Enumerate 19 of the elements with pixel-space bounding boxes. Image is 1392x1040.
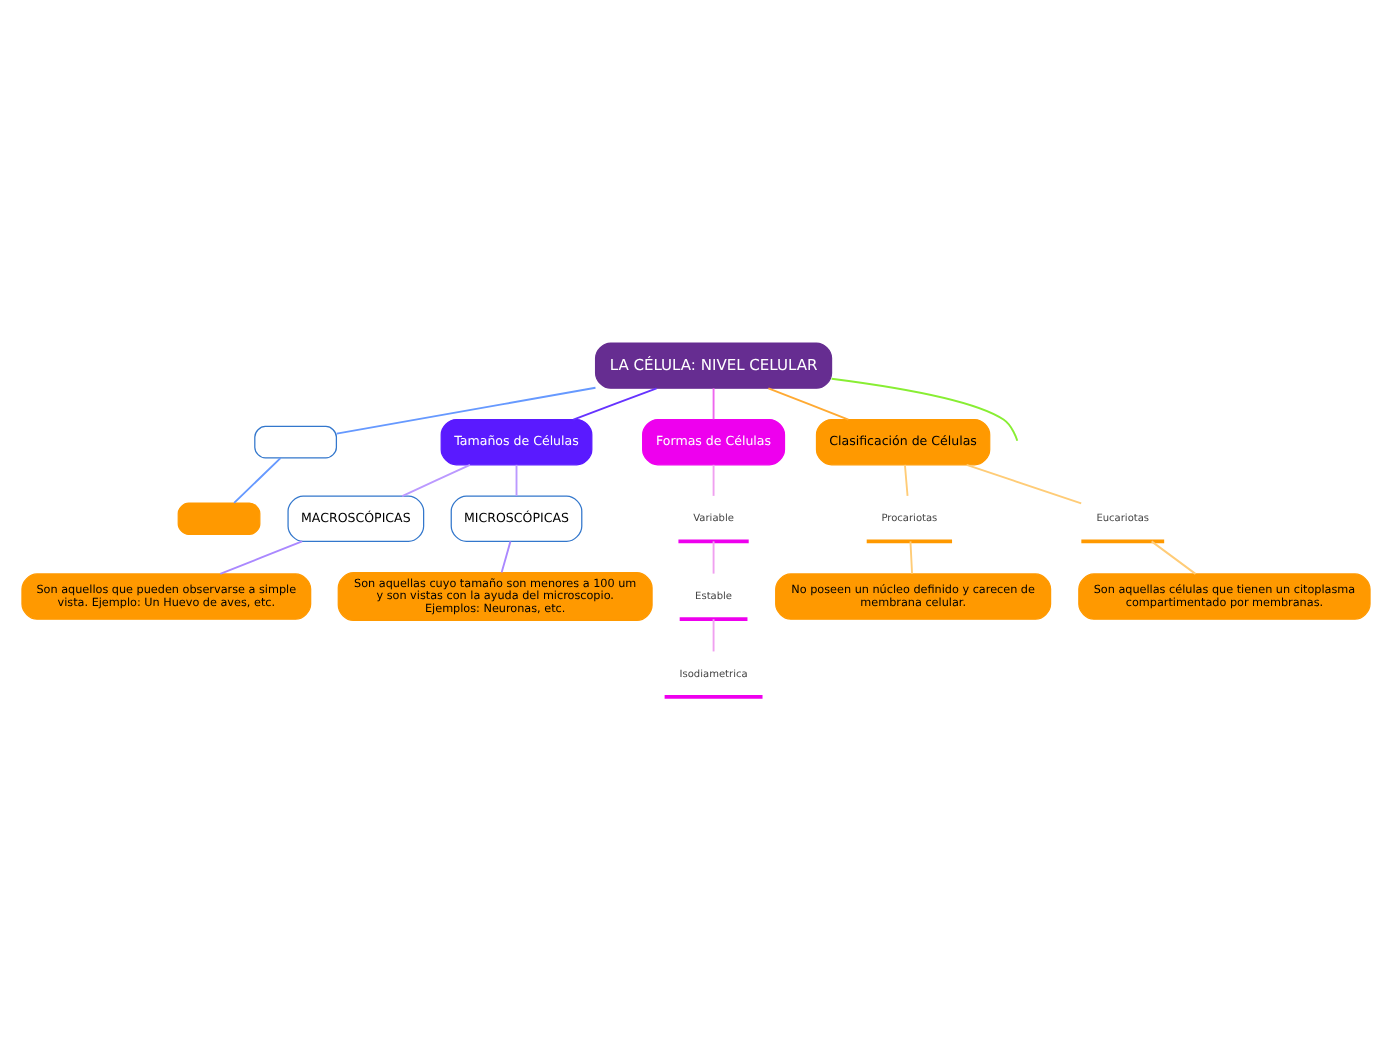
connector <box>1150 540 1197 575</box>
connector <box>712 463 715 497</box>
connector <box>233 457 282 504</box>
node-box <box>254 425 337 459</box>
connector <box>712 618 715 653</box>
connector <box>335 386 597 435</box>
connector <box>903 463 909 497</box>
connector <box>767 387 850 421</box>
connector <box>712 387 715 421</box>
connector <box>572 387 658 421</box>
connector <box>219 540 303 575</box>
connector <box>712 540 715 575</box>
connector <box>401 463 471 498</box>
connector <box>515 463 518 497</box>
connector <box>909 540 913 575</box>
connector <box>500 540 512 574</box>
connector <box>830 377 1019 442</box>
node-box <box>177 502 261 536</box>
connector <box>965 463 1083 505</box>
